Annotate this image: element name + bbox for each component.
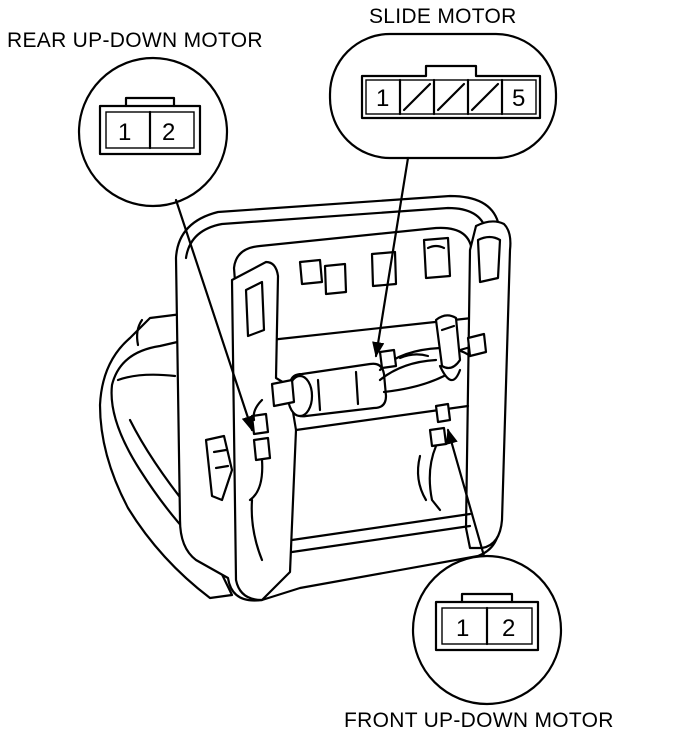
slide-pin-5: 5 [512,85,525,112]
rear-leader-arrow [174,198,254,432]
rear-pin-1: 1 [118,119,131,146]
front-up-down-motor-label: FRONT UP-DOWN MOTOR [344,709,614,732]
rear-pin-2: 2 [162,119,175,146]
right-side-rail [464,220,512,550]
front-pin-1: 1 [456,615,469,642]
slide-connector-callout: 1 5 [328,32,558,160]
seat-frame-illustration [98,194,512,602]
front-leader-arrow [445,428,486,558]
slide-leader-arrow [372,156,410,358]
rear-up-down-motor-label: REAR UP-DOWN MOTOR [7,29,263,52]
front-pin-2: 2 [502,615,515,642]
slide-motor-label: SLIDE MOTOR [369,5,517,28]
front-motor-connector-on-frame [434,402,452,424]
slide-motor-body [270,362,388,418]
slide-pin-1: 1 [376,85,389,112]
rear-connector-callout: 1 2 [77,56,229,208]
front-connector-callout: 1 2 [411,554,563,706]
